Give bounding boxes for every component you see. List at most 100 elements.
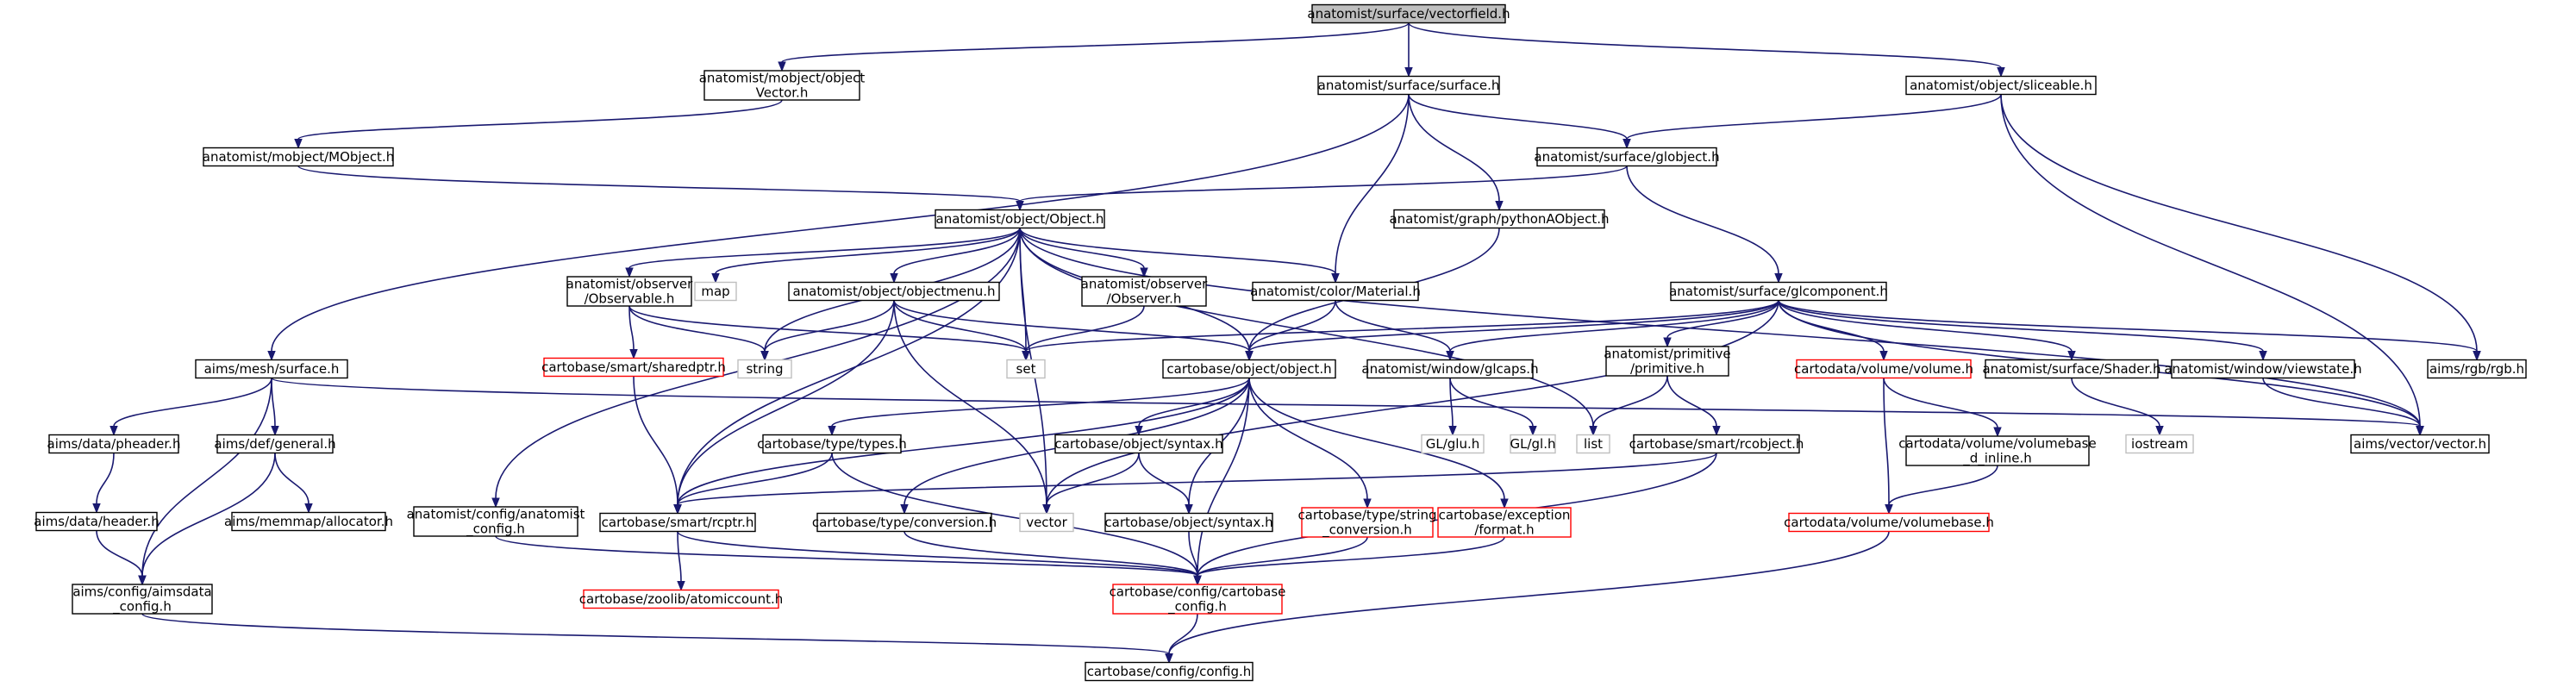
node-box[interactable] [1985,359,2159,379]
node-box[interactable] [195,359,348,379]
node-syntaxh2[interactable]: cartobase/object/syntax.h [1104,512,1273,533]
node-pheader[interactable]: aims/data/pheader.h [47,434,181,454]
node-cartoobject[interactable]: cartobase/object/object.h [1162,359,1336,379]
node-box[interactable] [935,209,1105,229]
node-box[interactable] [1905,75,2097,96]
node-volumebase[interactable]: cartodata/volume/volumebase.h [1784,512,1994,533]
node-box[interactable] [1252,281,1419,302]
node-label: cartobase/type/conversion.h [812,515,997,530]
node-box[interactable] [762,434,902,454]
node-box[interactable] [1796,359,1972,379]
node-cartobaseconfig[interactable]: cartobase/config/cartobase_config.h [1110,584,1286,615]
edge-aimsdataconfig-to-configh [141,613,1170,655]
node-surfaceh[interactable]: anatomist/surface/surface.h [1317,75,1500,96]
node-label: aims/config/aimsdata [72,584,211,600]
node-objectmenu[interactable]: anatomist/object/objectmenu.h [788,281,1000,302]
node-observable[interactable]: anatomist/observer/Observable.h [566,276,693,307]
node-general[interactable]: aims/def/general.h [214,434,336,454]
node-box[interactable] [1104,512,1273,533]
node-box[interactable] [1437,507,1572,538]
node-globject[interactable]: anatomist/surface/globject.h [1534,147,1720,167]
node-stringconv[interactable]: cartobase/type/string_conversion.h [1297,507,1437,539]
node-box[interactable] [72,584,213,615]
node-box[interactable] [583,589,779,609]
edge-objecth-to-material [1019,228,1336,275]
edge-syntaxh-to-vector [1046,453,1140,505]
node-meshsurface[interactable]: aims/mesh/surface.h [195,359,348,379]
node-volumebaseinline[interactable]: cartodata/volume/volumebase_d_inline.h [1898,435,2097,467]
node-primitive[interactable]: anatomist/primitive/primitive.h [1604,346,1731,377]
node-syntaxh[interactable]: cartobase/object/syntax.h [1054,434,1223,454]
node-allocator[interactable]: aims/memmap/allocator.h [224,511,393,532]
node-sliceable[interactable]: anatomist/object/sliceable.h [1905,75,2097,96]
node-box[interactable] [1905,435,2090,466]
node-box[interactable] [2350,434,2490,454]
node-glcomponent[interactable]: anatomist/surface/glcomponent.h [1669,281,1888,302]
node-box[interactable] [1788,512,1990,533]
edge-meshsurface-to-aimsdataconfig [141,378,272,577]
edge-meshsurface-to-general [271,378,276,427]
node-label: anatomist/observer [1081,277,1208,292]
node-box[interactable] [35,511,158,532]
node-box[interactable] [1317,75,1500,96]
node-types[interactable]: cartobase/type/types.h [757,434,907,454]
node-volume[interactable]: cartodata/volume/volume.h [1794,359,1973,379]
arrowhead [267,351,276,361]
node-observer[interactable]: anatomist/observer/Observer.h [1081,276,1208,307]
arrowhead [2259,351,2267,361]
node-objecth[interactable]: anatomist/object/Object.h [935,209,1105,229]
arrowhead [1993,427,2002,438]
node-box[interactable] [1054,434,1223,454]
node-box[interactable] [1085,661,1254,682]
node-box[interactable] [1605,346,1729,377]
node-box[interactable] [2171,359,2355,379]
node-aimsdataconfig[interactable]: aims/config/aimsdata_config.h [72,584,213,615]
node-box[interactable] [413,506,578,537]
node-sharedptr[interactable]: cartobase/smart/sharedptr.h [541,357,726,378]
edge-rcptr-to-atomiccount [677,531,682,582]
node-box[interactable] [788,281,1000,302]
node-box[interactable] [1670,281,1887,302]
node-rgb[interactable]: aims/rgb/rgb.h [2427,359,2527,379]
node-viewstate[interactable]: anatomist/window/viewstate.h [2164,359,2362,379]
node-mobject[interactable]: anatomist/mobject/MObject.h [203,147,394,167]
node-box[interactable] [48,434,179,454]
node-rcobject[interactable]: cartobase/smart/rcobject.h [1629,434,1804,454]
edge-format-to-cartobaseconfig [1197,536,1505,577]
node-box[interactable] [1162,359,1336,379]
node-box[interactable] [231,511,386,532]
node-box[interactable] [1112,584,1283,615]
node-box[interactable] [1301,507,1434,538]
node-conversion[interactable]: cartobase/type/conversion.h [812,512,997,533]
node-label: anatomist/surface/Shader.h [1982,361,2160,377]
node-pythonaobject[interactable]: anatomist/graph/pythonAObject.h [1389,209,1610,229]
node-box[interactable] [703,70,860,101]
arrowhead [1448,426,1457,436]
node-glcaps[interactable]: anatomist/window/glcaps.h [1361,359,1539,379]
node-configh[interactable]: cartobase/config/config.h [1085,661,1254,682]
node-box[interactable] [203,147,394,167]
node-vectorh[interactable]: aims/vector/vector.h [2350,434,2490,454]
edge-meshsurface-to-pheader [113,378,272,427]
node-box[interactable] [216,434,334,454]
node-box[interactable] [1081,276,1207,307]
node-box[interactable] [2427,359,2527,379]
node-box[interactable] [543,357,724,378]
node-format[interactable]: cartobase/exception/format.h [1437,507,1572,538]
node-box[interactable] [1633,434,1800,454]
node-anaconfig[interactable]: anatomist/config/anatomist_config.h [407,506,585,538]
node-box[interactable] [816,512,992,533]
node-box[interactable] [1393,209,1605,229]
node-atomiccount[interactable]: cartobase/zoolib/atomiccount.h [579,589,783,609]
node-box[interactable] [1366,359,1534,379]
node-header[interactable]: aims/data/header.h [34,511,159,532]
node-box[interactable] [599,512,756,533]
node-rcptr[interactable]: cartobase/smart/rcptr.h [599,512,756,533]
node-shader[interactable]: anatomist/surface/Shader.h [1982,359,2161,379]
node-label: aims/data/pheader.h [47,436,181,452]
node-material[interactable]: anatomist/color/Material.h [1250,281,1421,302]
node-box[interactable] [566,276,692,307]
node-box[interactable] [1536,147,1717,167]
node-label: anatomist/color/Material.h [1250,284,1421,299]
